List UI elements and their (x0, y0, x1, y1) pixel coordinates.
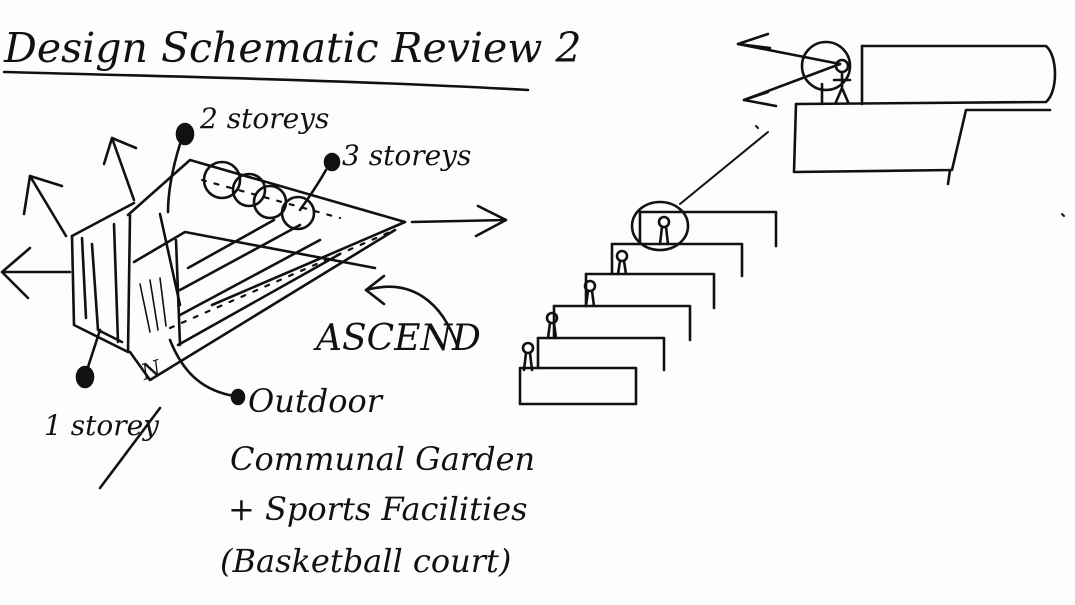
detail-leader-line (679, 131, 769, 205)
annotation-line-4: (Basketball court) (220, 542, 511, 580)
label-2-storeys: 2 storeys (199, 102, 329, 135)
callout-1-storey: 1 storey (44, 328, 162, 490)
north-mark: N (137, 356, 165, 386)
ascend-callout: ASCEND (313, 274, 481, 359)
label-1-storey: 1 storey (44, 409, 160, 442)
stray-marks (755, 125, 1065, 217)
zoom-detail (736, 32, 1057, 186)
annotation-line-2: Communal Garden (230, 440, 535, 478)
annotation-line-1: Outdoor (248, 382, 384, 420)
sketch-title: Design Schematic Review 2 (3, 24, 581, 72)
direction-arrows (0, 136, 508, 300)
callout-3-storeys: 3 storeys (298, 139, 471, 212)
callout-2-storeys: 2 storeys (166, 102, 329, 214)
label-3-storeys: 3 storeys (342, 139, 471, 172)
label-ascend: ASCEND (313, 318, 481, 359)
annotation-line-3: + Sports Facilities (228, 490, 528, 528)
callout-outdoor-garden: Outdoor Communal Garden + Sports Facilit… (168, 338, 535, 580)
title-underline (2, 70, 530, 92)
stepped-terraces (518, 200, 778, 406)
